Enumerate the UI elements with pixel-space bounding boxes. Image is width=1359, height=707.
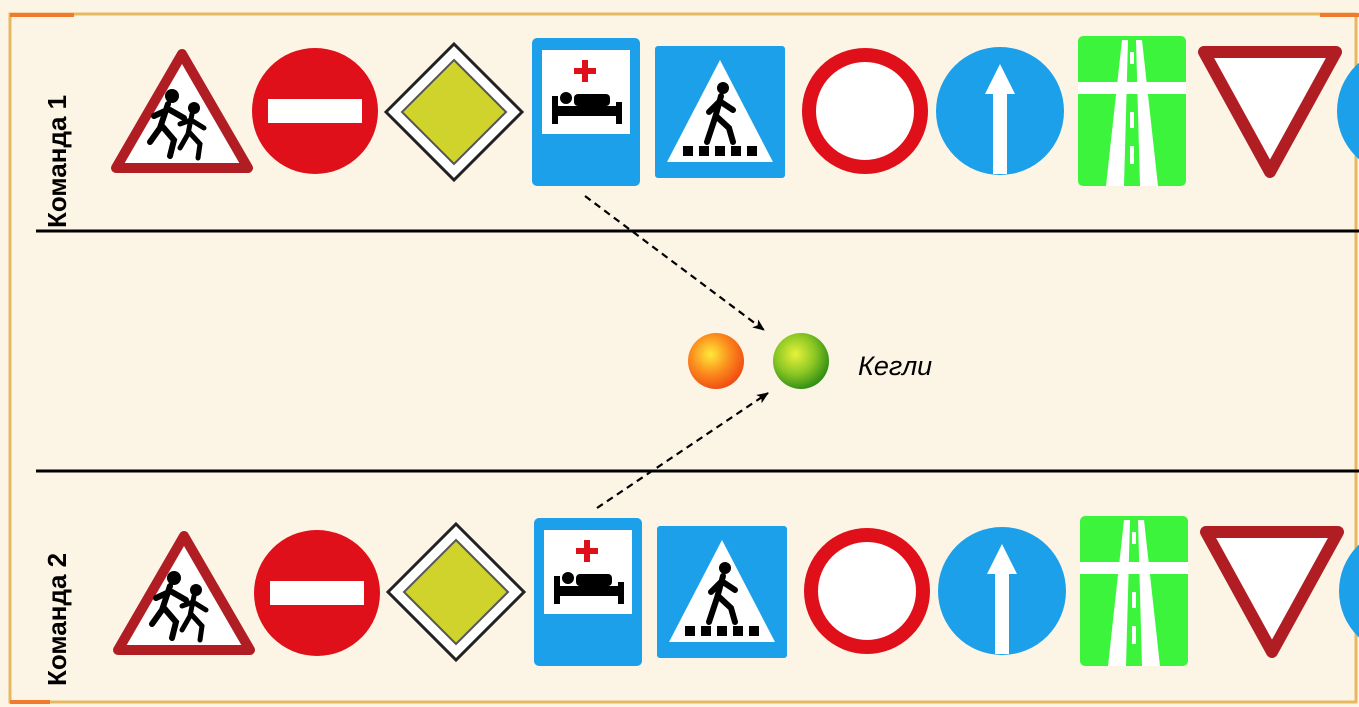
hospital-sign-icon — [532, 38, 640, 186]
no-vehicles-sign-icon — [811, 535, 923, 647]
pins-label: Кегли — [858, 351, 932, 381]
motorway-sign-icon — [1080, 516, 1188, 666]
no-entry-sign-icon — [254, 530, 380, 656]
motorway-sign-icon — [1078, 36, 1186, 186]
frame-corner-top-left — [10, 13, 74, 17]
no-vehicles-sign-icon — [809, 55, 921, 167]
straight-only-sign-icon — [936, 47, 1064, 175]
straight-only-sign-icon — [938, 527, 1066, 655]
diagram-frame — [8, 12, 1358, 704]
hospital-sign-icon — [534, 518, 642, 666]
team1-sign-row — [116, 36, 1359, 186]
frame-corner-top-right — [1320, 13, 1359, 17]
green-pin — [773, 333, 829, 389]
orange-pin — [688, 333, 744, 389]
team2-sign-row — [118, 516, 1359, 666]
team1-arrow — [584, 195, 765, 331]
frame-corner-bottom-left — [10, 700, 50, 704]
no-entry-sign-icon — [252, 48, 378, 174]
team2-label: Команда 2 — [42, 553, 72, 686]
team1-label: Команда 1 — [42, 95, 72, 228]
pedestrian-crossing-sign-icon — [655, 46, 785, 178]
pedestrian-crossing-sign-icon — [657, 526, 787, 658]
team2-arrow — [596, 392, 769, 509]
